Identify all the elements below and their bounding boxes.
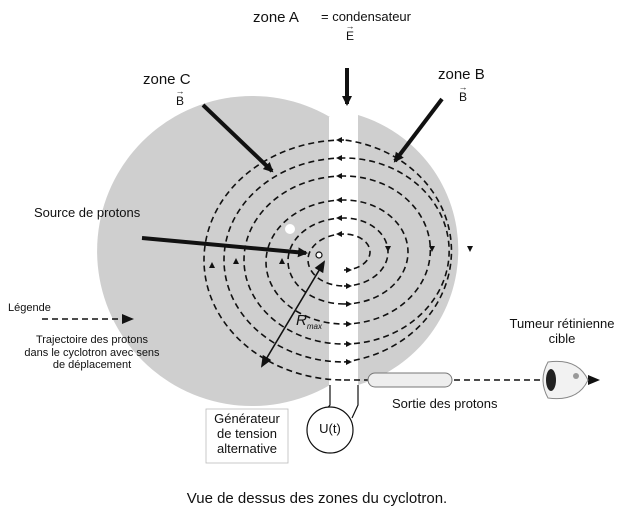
- source-label: Source de protons: [34, 205, 141, 220]
- legend-line-2: dans le cyclotron avec sens: [24, 346, 160, 359]
- field-b-left-vector: → B: [173, 86, 187, 109]
- generator-line-1: Générateur: [214, 411, 280, 426]
- zone-c-label: zone C: [143, 71, 191, 88]
- generator-circle: [306, 406, 354, 454]
- exit-label: Sortie des protons: [392, 396, 498, 411]
- generator-line-3: alternative: [217, 440, 277, 456]
- generator-label-box: [205, 408, 289, 464]
- tumor-line-2: cible: [548, 330, 576, 346]
- generator-label: Générateur de tension alternative: [206, 411, 288, 457]
- legend-line-1: Trajectoire des protons: [35, 334, 149, 346]
- rmax-base: R: [296, 312, 307, 329]
- legend-title: Légende: [8, 302, 51, 314]
- voltage-label: U(t): [319, 421, 341, 436]
- vector-arrow-icon: →: [458, 82, 468, 92]
- eye-target-icon: [542, 360, 589, 400]
- figure-caption: Vue de dessus des zones du cyclotron.: [186, 490, 448, 507]
- proton-source-dot: [285, 224, 295, 234]
- rmax-arrow: [260, 260, 326, 368]
- vector-arrow-icon: →: [175, 86, 185, 96]
- legend-description: Trajectoire des protons dans le cyclotro…: [12, 334, 172, 372]
- zone-a-label: zone A: [253, 9, 299, 26]
- field-b-right-label: B: [458, 90, 467, 104]
- tumor-line-1: Tumeur rétinienne: [509, 316, 615, 331]
- zone-a-definition: = condensateur: [321, 9, 411, 24]
- field-e-label: E: [345, 29, 354, 43]
- rmax-subscript: max: [306, 322, 322, 331]
- field-b-left-label: B: [175, 94, 184, 108]
- rmax-label: Rmax: [296, 312, 322, 331]
- trajectory-direction-arrows: [209, 137, 600, 385]
- zone-b-label: zone B: [438, 66, 485, 83]
- vector-arrow-icon: →: [345, 21, 355, 31]
- exit-tube: [367, 372, 453, 388]
- field-e-vector: → E: [343, 21, 357, 44]
- cyclotron-center: [315, 251, 323, 259]
- generator-line-2: de tension: [217, 425, 277, 441]
- zone-arrows: [141, 68, 444, 258]
- legend-line-3: de déplacement: [52, 359, 132, 372]
- field-b-right-vector: → B: [456, 82, 470, 105]
- tumor-label: Tumeur rétinienne cible: [500, 316, 624, 347]
